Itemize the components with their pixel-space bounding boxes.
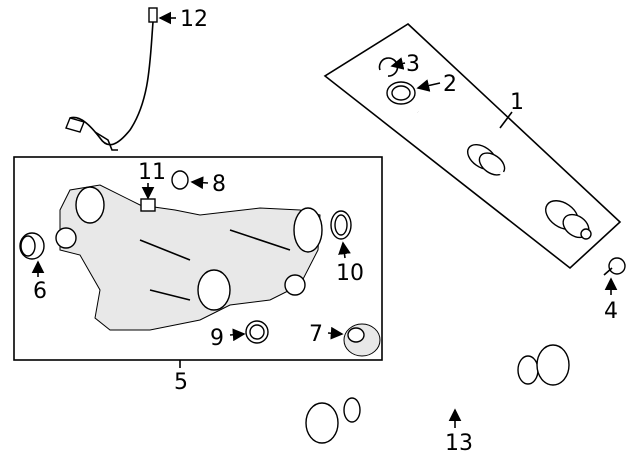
callout-6: 6: [33, 279, 47, 304]
part-5-differential-assembly: [55, 184, 323, 331]
part-6-bushing: [19, 232, 45, 260]
leader-lines: [31, 11, 618, 428]
part-3-snap-ring: [378, 57, 399, 77]
callout-2: 2: [443, 72, 457, 97]
part-2-seal: [386, 81, 416, 105]
callout-11: 11: [138, 160, 166, 185]
callout-10: 10: [336, 261, 364, 286]
part-9-seal: [245, 320, 269, 344]
part-13-driveshaft: [305, 344, 570, 444]
part-1-axle-shaft: [323, 22, 622, 270]
callout-8: 8: [212, 172, 226, 197]
callout-7: 7: [309, 322, 323, 347]
part-5-group-frame: [13, 156, 383, 361]
part-11-breather: [140, 198, 156, 212]
callout-9: 9: [210, 326, 224, 351]
callout-5: 5: [174, 370, 188, 395]
callout-4: 4: [604, 299, 618, 324]
callout-12: 12: [180, 7, 208, 32]
part-7-mount: [343, 323, 381, 357]
part-4-bolt: [603, 257, 626, 276]
part-10-seal: [330, 210, 352, 240]
part-12-sensor-harness: [65, 7, 158, 151]
part-8-plug: [171, 170, 189, 190]
callout-1: 1: [510, 90, 524, 115]
callout-13: 13: [445, 431, 473, 456]
callout-3: 3: [406, 52, 420, 77]
